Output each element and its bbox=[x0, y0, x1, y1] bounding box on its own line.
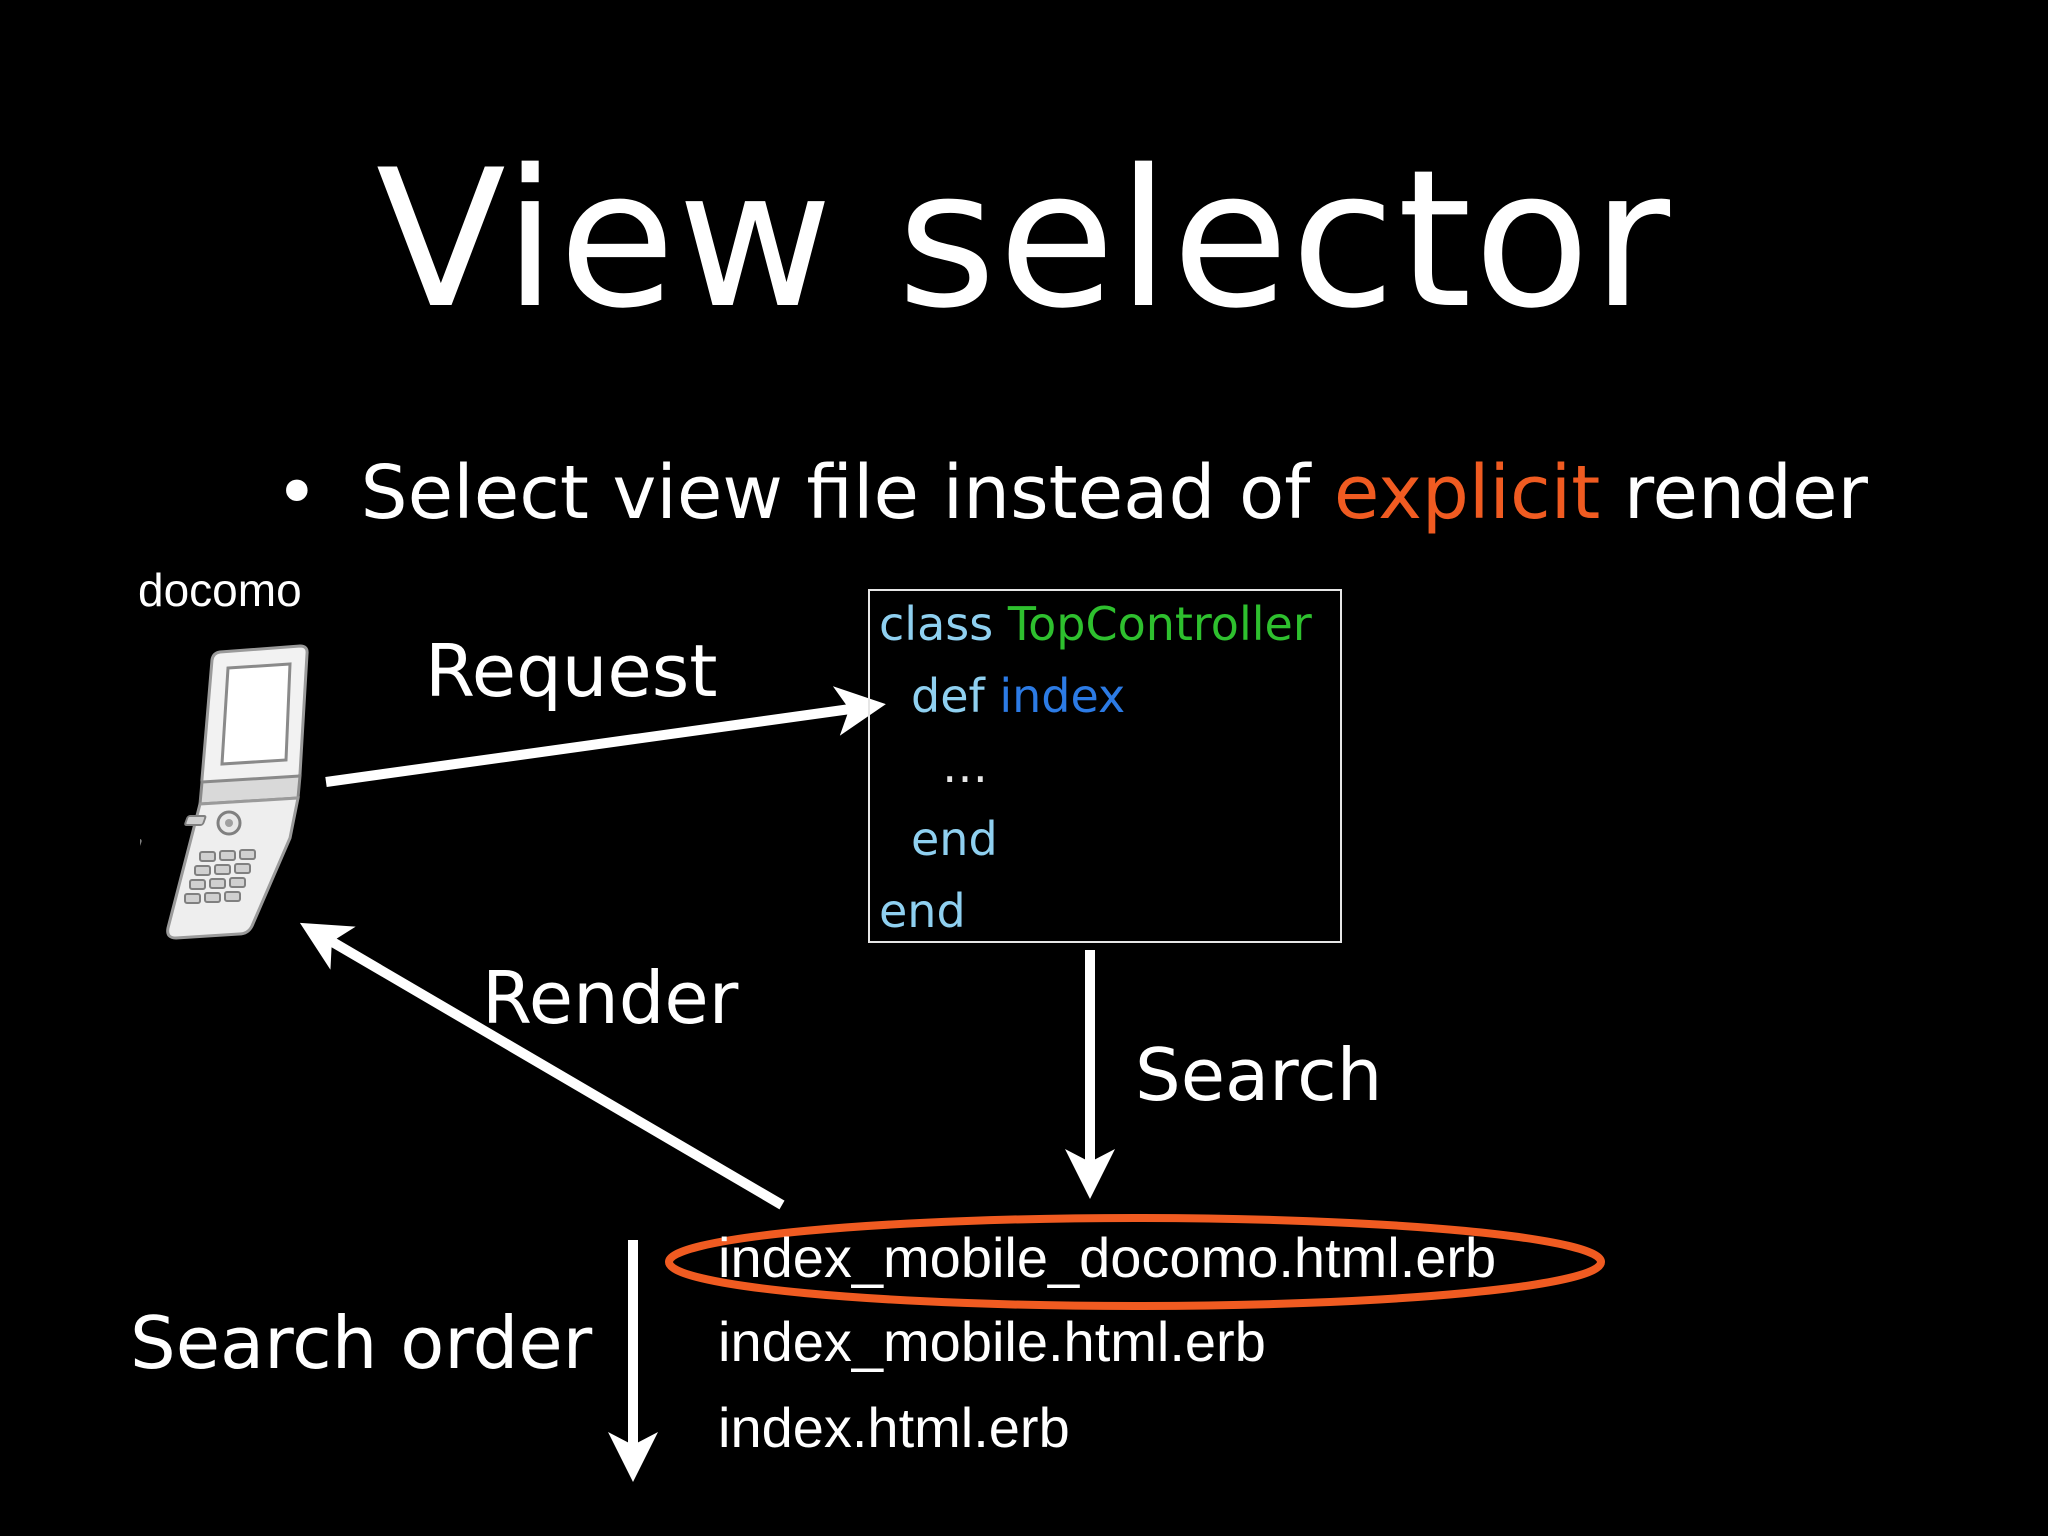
code-line-ellipsis: … bbox=[942, 739, 988, 793]
code-line-class: class TopController bbox=[879, 596, 1312, 652]
selected-file-highlight bbox=[665, 1214, 1605, 1310]
code-method-name: index bbox=[999, 669, 1126, 723]
view-file-docomo: index_mobile_docomo.html.erb bbox=[718, 1226, 1497, 1289]
render-label: Render bbox=[482, 956, 739, 1040]
search-label: Search bbox=[1135, 1033, 1383, 1117]
render-arrow bbox=[299, 922, 785, 1210]
request-arrow bbox=[325, 686, 886, 787]
search-order-label: Search order bbox=[130, 1301, 593, 1385]
code-class-name: TopController bbox=[1007, 597, 1312, 651]
bullet-highlight: explicit bbox=[1333, 450, 1601, 536]
code-keyword-class: class bbox=[879, 597, 994, 651]
bullet-point: • Select view file instead of explicit re… bbox=[275, 448, 1868, 538]
bullet-text-start: Select view file instead of bbox=[360, 450, 1334, 536]
view-file-default: index.html.erb bbox=[718, 1396, 1070, 1459]
slide-title: View selector bbox=[375, 129, 1673, 350]
controller-code-box: class TopController def index … end end bbox=[868, 589, 1342, 943]
code-line-end-class: end bbox=[879, 884, 966, 938]
code-keyword-def: def bbox=[911, 669, 985, 723]
code-line-end-method: end bbox=[911, 812, 998, 866]
carrier-label: docomo bbox=[138, 564, 302, 616]
bullet-text-end: render bbox=[1600, 450, 1868, 536]
request-label: Request bbox=[425, 629, 718, 713]
flip-phone-icon bbox=[140, 644, 309, 940]
code-line-def: def index bbox=[911, 668, 1125, 724]
view-file-mobile: index_mobile.html.erb bbox=[718, 1310, 1266, 1373]
bullet-icon: • bbox=[275, 450, 319, 536]
